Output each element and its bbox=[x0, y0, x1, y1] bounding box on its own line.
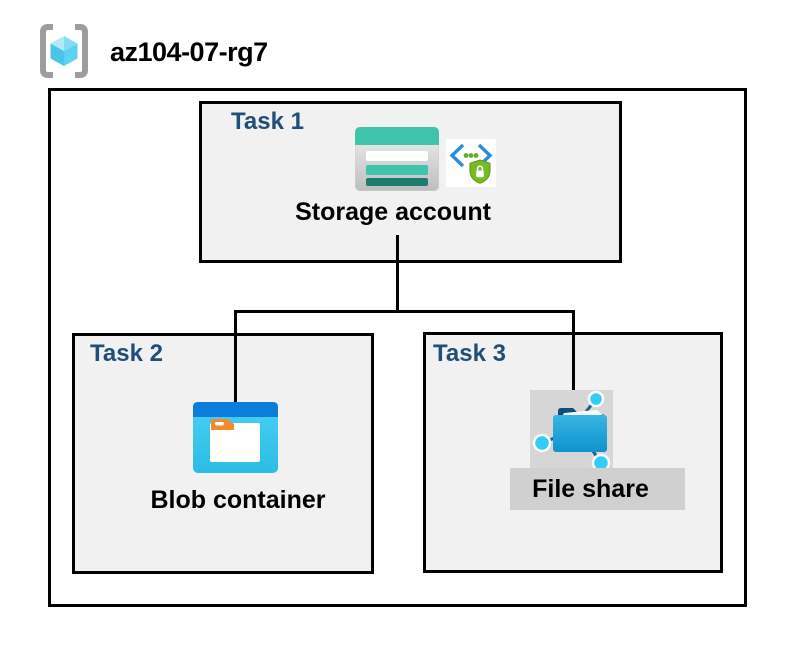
file-share-label-background: File share bbox=[510, 468, 685, 510]
blob-container-label: Blob container bbox=[150, 486, 326, 514]
connector-storage-stem bbox=[396, 235, 399, 313]
task2-label: Task 2 bbox=[90, 340, 163, 367]
storage-account-icon bbox=[355, 127, 439, 191]
connector-horizontal bbox=[234, 310, 575, 313]
task3-label: Task 3 bbox=[433, 340, 506, 367]
task1-label: Task 1 bbox=[231, 108, 304, 135]
file-share-label: File share bbox=[532, 474, 649, 503]
connector-to-blob bbox=[234, 310, 237, 404]
file-share-icon bbox=[532, 390, 611, 473]
resource-group-name: az104-07-rg7 bbox=[110, 37, 268, 67]
blob-container-icon bbox=[193, 402, 278, 473]
resource-group-icon bbox=[40, 24, 88, 78]
connector-to-fileshare bbox=[572, 310, 575, 392]
storage-account-label: Storage account bbox=[295, 198, 491, 226]
code-brackets-shield-lock-icon bbox=[446, 139, 496, 187]
